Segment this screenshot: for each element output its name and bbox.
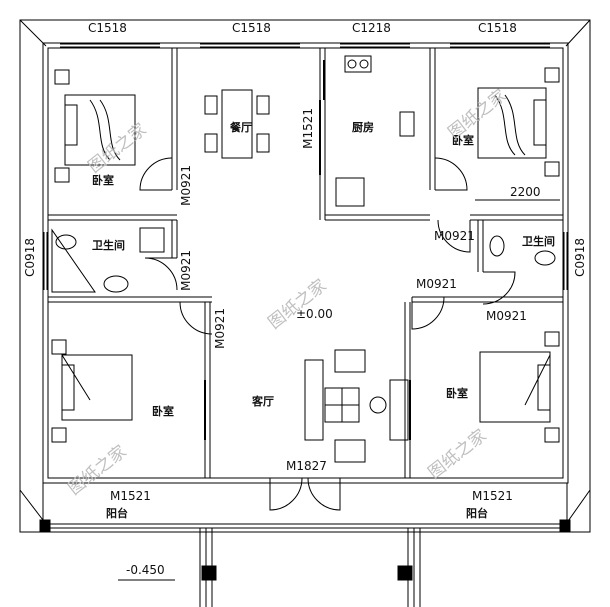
window-label: C0918 [23, 238, 37, 277]
window-label: C0918 [573, 238, 587, 277]
door-swings [139, 157, 516, 511]
door-label: M1521 [472, 489, 513, 503]
bed-top-left [54, 69, 136, 183]
outer-wall-outline [42, 42, 569, 484]
columns [39, 519, 571, 581]
bed-top-right [477, 67, 560, 177]
room-label-bedroom: 卧室 [446, 387, 468, 400]
bed-bottom-right [479, 331, 560, 443]
dining-table [204, 89, 270, 159]
kitchen-fixtures [335, 55, 415, 207]
window-label: C1518 [88, 21, 127, 35]
sofa-set [304, 349, 409, 463]
room-label-bedroom: 卧室 [152, 405, 174, 418]
room-label-dining: 餐厅 [230, 121, 252, 134]
floor-level-label: ±0.00 [296, 307, 333, 321]
door-label: M0921 [179, 165, 193, 206]
window-label: C1518 [232, 21, 271, 35]
window-label: C1218 [352, 21, 391, 35]
door-label: M0921 [416, 277, 457, 291]
window-label: C1518 [478, 21, 517, 35]
door-label: M1521 [110, 489, 151, 503]
door-label: M0921 [179, 250, 193, 291]
roof-hip-line [19, 489, 47, 525]
bathroom-right-fixtures [489, 235, 556, 266]
room-label-bathroom: 卫生间 [92, 239, 125, 252]
roof-outline [19, 19, 591, 533]
door-label: M0921 [486, 309, 527, 323]
side-windows [43, 232, 568, 290]
room-label-bedroom: 卧室 [452, 134, 474, 147]
room-label-kitchen: 厨房 [352, 121, 374, 134]
room-label-balcony: 阳台 [466, 507, 488, 520]
room-label-balcony: 阳台 [106, 507, 128, 520]
roof-hip-line [565, 489, 591, 525]
room-label-bedroom: 卧室 [92, 174, 114, 187]
dimension-label: 2200 [510, 185, 541, 199]
room-label-bathroom: 卫生间 [522, 235, 555, 248]
door-label: M1521 [301, 108, 315, 149]
door-label: M1827 [286, 459, 327, 473]
outer-wall-inline [47, 47, 564, 479]
outdoor-level-label: -0.450 [126, 563, 165, 577]
door-label: M0921 [434, 229, 475, 243]
bed-bottom-left [51, 339, 133, 443]
top-windows [60, 43, 550, 48]
roof-hip-line [19, 19, 47, 47]
roof-hip-line [565, 19, 591, 47]
bathroom-left-fixtures [51, 227, 165, 293]
door-label: M0921 [213, 308, 227, 349]
room-label-living: 客厅 [252, 395, 274, 408]
